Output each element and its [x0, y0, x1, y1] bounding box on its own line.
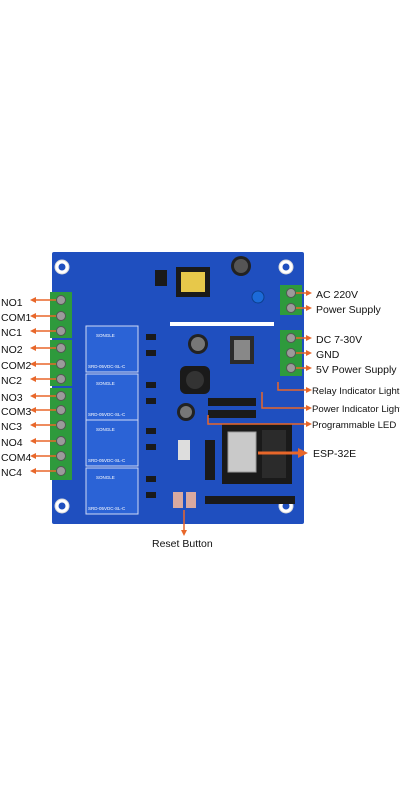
terminal-label-no1: NO1 [1, 297, 23, 309]
terminal-label-nc4: NC4 [1, 467, 23, 479]
svg-text:SRD-05VDC-SL-C: SRD-05VDC-SL-C [88, 364, 126, 369]
label-dc-7-30v: DC 7-30V [316, 334, 363, 346]
svg-text:SRD-05VDC-SL-C: SRD-05VDC-SL-C [88, 458, 126, 463]
svg-text:SONGLE: SONGLE [96, 333, 115, 338]
svg-text:SONGLE: SONGLE [96, 475, 115, 480]
label-reset-button: Reset Button [152, 538, 213, 550]
label-5v-power-supply: 5V Power Supply [316, 364, 397, 376]
label-power-indicator-light: Power Indicator Light [312, 404, 400, 415]
svg-text:SRD-05VDC-SL-C: SRD-05VDC-SL-C [88, 506, 126, 511]
relay-module [85, 325, 139, 515]
terminal-label-com2: COM2 [1, 360, 32, 372]
reset-button-b [186, 492, 196, 508]
label-esp32e: ESP-32E [313, 448, 357, 460]
terminal-label-nc3: NC3 [1, 421, 23, 433]
terminal-label-com4: COM4 [1, 452, 32, 464]
pin-header [205, 398, 295, 504]
label-power-supply-ac: Power Supply [316, 304, 381, 316]
svg-text:SONGLE: SONGLE [96, 381, 115, 386]
terminal-label-no3: NO3 [1, 392, 23, 404]
terminal-label-nc2: NC2 [1, 375, 23, 387]
terminal-label-no4: NO4 [1, 437, 23, 449]
label-relay-indicator-light: Relay Indicator Light [312, 386, 400, 397]
terminal-label-com1: COM1 [1, 312, 32, 324]
label-ac-220v: AC 220V [316, 289, 359, 301]
label-programmable-led: Programmable LED [312, 420, 397, 431]
label-gnd: GND [316, 349, 340, 361]
terminal-label-com3: COM3 [1, 406, 32, 418]
reset-button-a [173, 492, 183, 508]
svg-text:SRD-05VDC-SL-C: SRD-05VDC-SL-C [88, 412, 126, 417]
svg-text:SONGLE: SONGLE [96, 427, 115, 432]
terminal-label-no2: NO2 [1, 344, 23, 356]
terminal-label-nc1: NC1 [1, 327, 23, 339]
